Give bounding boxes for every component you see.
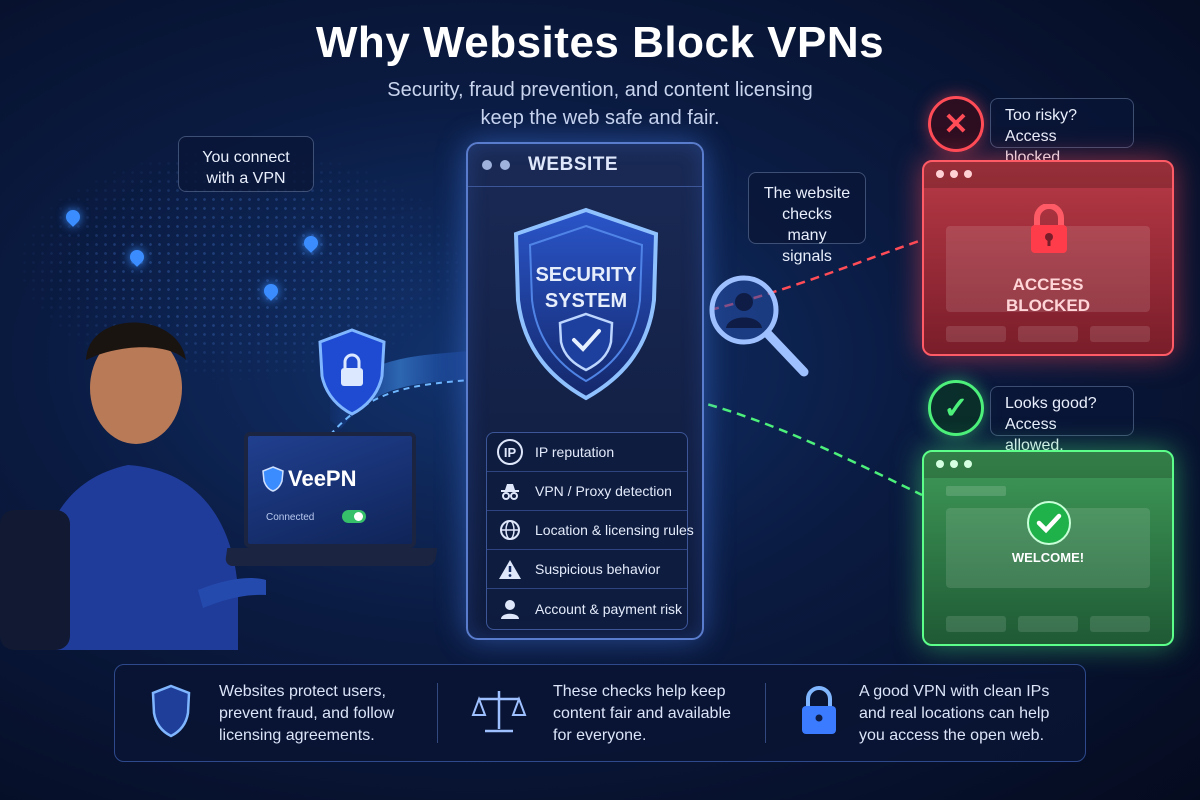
summary-line: Websites protect users, <box>219 683 386 700</box>
lock-icon <box>802 686 836 734</box>
callout-line: The website <box>763 185 851 202</box>
placeholder-bar <box>1090 326 1150 342</box>
website-header: WEBSITE <box>468 144 702 187</box>
callout-line: Too risky? <box>1005 107 1078 124</box>
user-silhouette <box>36 322 266 650</box>
welcome-check-icon <box>1027 501 1071 545</box>
shield-icon <box>151 684 191 738</box>
window-dot <box>936 460 944 468</box>
placeholder-bar <box>946 616 1006 632</box>
window-dot <box>964 170 972 178</box>
window-dot <box>950 460 958 468</box>
blocked-path <box>709 238 923 312</box>
summary-line: you access the open web. <box>859 727 1045 744</box>
callout-line: You connect <box>202 149 290 166</box>
allowed-callout: Looks good? Access allowed. <box>990 386 1134 454</box>
user-icon <box>497 596 523 622</box>
placeholder-bar <box>946 326 1006 342</box>
veepn-logo-icon <box>262 466 284 492</box>
subtitle-line: Security, fraud prevention, and content … <box>387 79 813 101</box>
placeholder-bar <box>1018 326 1078 342</box>
page-subtitle: Security, fraud prevention, and content … <box>300 76 900 132</box>
shield-caption: SECURITY SYSTEM <box>508 262 664 314</box>
allowed-window: WELCOME! <box>922 450 1174 646</box>
toggle-knob <box>354 512 363 521</box>
callout-line: signals <box>782 248 832 265</box>
callout-line: with a VPN <box>206 170 286 187</box>
shield-caption-line: SYSTEM <box>544 290 628 312</box>
connect-callout: You connect with a VPN <box>178 136 314 192</box>
signal-label: Account & payment risk <box>535 600 683 617</box>
page-title: Why Websites Block VPNs <box>315 18 885 67</box>
window-dot <box>500 160 510 170</box>
security-shield-icon <box>513 207 659 401</box>
spy-icon <box>497 478 523 504</box>
magnifier-icon <box>709 275 809 377</box>
blocked-callout: Too risky? Access blocked. <box>990 98 1134 166</box>
window-titlebar <box>924 452 1172 478</box>
callout-line: checks many <box>782 206 832 244</box>
summary-line: content fair and available <box>553 705 731 722</box>
website-label: WEBSITE <box>528 154 619 175</box>
callout-line: Access allowed. <box>1005 416 1064 454</box>
scales-icon <box>471 691 527 733</box>
window-dot <box>936 170 944 178</box>
warning-icon <box>497 556 523 582</box>
signal-suspicious: Suspicious behavior <box>487 550 687 589</box>
window-dot <box>950 170 958 178</box>
signal-label: Suspicious behavior <box>535 561 661 577</box>
subtitle-line: keep the web safe and fair. <box>480 107 720 129</box>
blocked-x-icon: ✕ <box>928 96 984 152</box>
bottom-summary-bar: Websites protect users, prevent fraud, a… <box>114 664 1086 762</box>
signal-label: Location & licensing rules <box>535 522 694 538</box>
vpn-brand-name: VeePN <box>288 466 357 491</box>
signal-vpn-detection: VPN / Proxy detection <box>487 472 687 511</box>
padlock-icon <box>1031 204 1067 253</box>
window-titlebar <box>924 162 1172 188</box>
signal-ip-reputation: IP IP reputation <box>487 433 687 472</box>
ip-icon: IP <box>497 439 523 465</box>
summary-fair: These checks help keep content fair and … <box>553 681 731 747</box>
window-dot <box>964 460 972 468</box>
signal-location: Location & licensing rules <box>487 511 694 550</box>
signal-account-risk: Account & payment risk <box>487 589 687 628</box>
divider <box>765 683 766 743</box>
vpn-toggle[interactable] <box>342 510 366 523</box>
placeholder-bar <box>946 486 1006 496</box>
welcome-label: WELCOME! <box>1011 550 1085 565</box>
signal-label: VPN / Proxy detection <box>535 483 672 499</box>
signal-label: IP reputation <box>535 444 615 460</box>
placeholder-bar <box>1018 616 1078 632</box>
callout-line: Looks good? <box>1005 395 1097 412</box>
summary-protect: Websites protect users, prevent fraud, a… <box>219 681 394 747</box>
summary-line: These checks help keep <box>553 683 726 700</box>
summary-line: for everyone. <box>553 727 647 744</box>
blue-stream-dash <box>330 379 471 436</box>
laptop-base <box>224 548 438 566</box>
placeholder-bar <box>1090 616 1150 632</box>
laptop-screen: VeePN Connected <box>244 432 416 548</box>
allowed-check-icon: ✓ <box>928 380 984 436</box>
summary-line: prevent fraud, and follow <box>219 705 395 722</box>
window-dot <box>482 160 492 170</box>
checks-callout: The website checks many signals <box>748 172 866 265</box>
divider <box>437 683 438 743</box>
blocked-label-line: BLOCKED <box>1005 296 1091 315</box>
access-blocked-label: ACCESS BLOCKED <box>924 274 1172 316</box>
website-panel: WEBSITE SECURITY SYSTEM IP IP reputation <box>466 142 704 640</box>
globe-icon <box>497 517 523 543</box>
shield-caption-line: SECURITY <box>535 264 637 286</box>
security-shield: SECURITY SYSTEM <box>508 204 664 404</box>
summary-line: and real locations can help <box>859 705 1050 722</box>
blocked-window: ACCESS BLOCKED <box>922 160 1174 356</box>
summary-line: licensing agreements. <box>219 727 375 744</box>
connection-status: Connected <box>266 512 315 523</box>
summary-line: A good VPN with clean IPs <box>859 683 1050 700</box>
chair <box>0 510 70 650</box>
summary-vpn: A good VPN with clean IPs and real locat… <box>859 681 1049 747</box>
signal-list: IP IP reputation VPN / Proxy detection L… <box>486 432 694 630</box>
blocked-label-line: ACCESS <box>1012 275 1084 294</box>
vpn-shield-icon <box>318 328 386 416</box>
